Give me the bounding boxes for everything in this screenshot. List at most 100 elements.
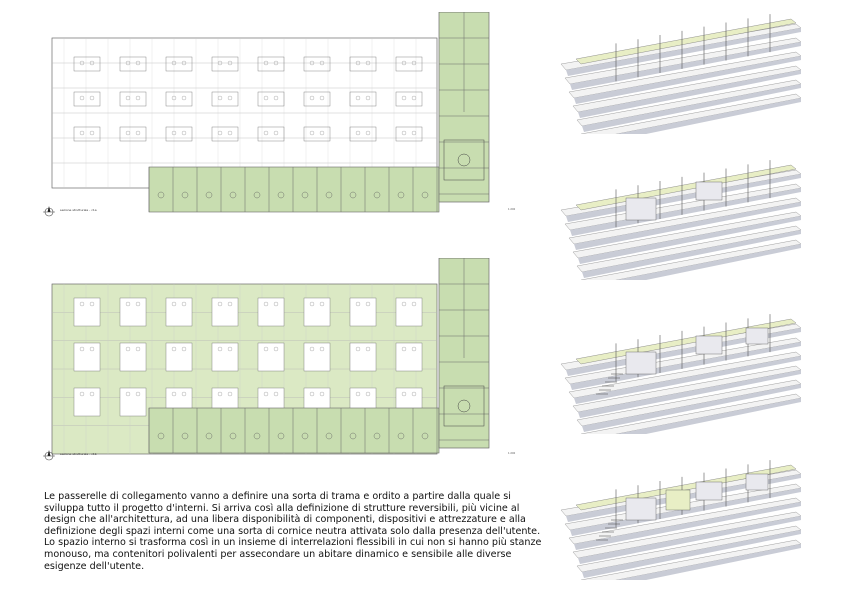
room-block [119, 297, 147, 327]
room-block [165, 342, 193, 372]
furniture-mark [125, 391, 131, 397]
axo-module [695, 481, 723, 501]
furniture-mark [181, 301, 187, 307]
furniture-mark [157, 432, 165, 440]
floor-plan-bottom [44, 258, 544, 458]
furniture-mark [263, 346, 269, 352]
room-block [119, 56, 147, 72]
sports-court-circle [457, 399, 471, 413]
furniture-mark [397, 432, 405, 440]
room-block [395, 56, 423, 72]
sports-court [443, 139, 485, 181]
axo-module [695, 181, 723, 201]
axo-beam-shadow [582, 84, 801, 132]
plan-scale-top: 1:200 [508, 208, 516, 211]
plan-label-bottom: sezione strutturale - c1b [60, 452, 97, 456]
axo-beam-shadow [574, 202, 801, 250]
room-block [211, 91, 239, 107]
furniture-mark [273, 301, 279, 307]
furniture-mark [181, 130, 187, 136]
room-block [211, 56, 239, 72]
furniture-mark [355, 95, 361, 101]
furniture-mark [217, 130, 223, 136]
furniture-mark [227, 130, 233, 136]
furniture-mark [373, 432, 381, 440]
furniture-mark [89, 95, 95, 101]
furniture-mark [273, 60, 279, 66]
axo-beam-shadow [570, 342, 801, 390]
plan-label-top: sezione strutturale - c1a [60, 208, 97, 212]
furniture-mark [373, 191, 381, 199]
furniture-mark [365, 60, 371, 66]
furniture-mark [89, 346, 95, 352]
axo-module [625, 497, 657, 521]
furniture-mark [309, 346, 315, 352]
furniture-mark [89, 391, 95, 397]
furniture-mark [401, 346, 407, 352]
room-block [211, 342, 239, 372]
furniture-mark [401, 301, 407, 307]
furniture-mark [89, 130, 95, 136]
furniture-mark [273, 95, 279, 101]
room-block [119, 342, 147, 372]
room-block [349, 126, 377, 142]
room-block [119, 387, 147, 417]
furniture-mark [227, 391, 233, 397]
furniture-mark [125, 95, 131, 101]
floor-plan-top [44, 12, 544, 227]
furniture-mark [171, 391, 177, 397]
axo-module [745, 327, 769, 345]
axo-beam-shadow [566, 328, 801, 376]
north-arrow-top [42, 204, 56, 218]
furniture-mark [253, 432, 261, 440]
furniture-mark [309, 95, 315, 101]
room-block [395, 297, 423, 327]
axo-beam-shadow [574, 56, 801, 104]
furniture-mark [301, 432, 309, 440]
furniture-mark [89, 301, 95, 307]
furniture-mark [349, 432, 357, 440]
furniture-mark [411, 346, 417, 352]
furniture-mark [355, 391, 361, 397]
furniture-mark [355, 301, 361, 307]
room-block [303, 126, 331, 142]
room-block [165, 91, 193, 107]
furniture-mark [421, 432, 429, 440]
room-block [165, 56, 193, 72]
furniture-mark [263, 95, 269, 101]
axo-beam-shadow [570, 488, 801, 536]
axo-module [695, 335, 723, 355]
furniture-mark [205, 432, 213, 440]
furniture-mark [411, 60, 417, 66]
axo-beam-shadow [566, 174, 801, 222]
room-block [257, 342, 285, 372]
axonometric-view-3 [556, 314, 806, 434]
room-block [119, 126, 147, 142]
room-block [395, 91, 423, 107]
room-block [73, 342, 101, 372]
room-block [165, 297, 193, 327]
room-block [349, 297, 377, 327]
furniture-mark [309, 391, 315, 397]
furniture-mark [171, 130, 177, 136]
room-block [257, 297, 285, 327]
furniture-mark [171, 301, 177, 307]
furniture-mark [125, 346, 131, 352]
furniture-mark [263, 60, 269, 66]
furniture-mark [273, 346, 279, 352]
furniture-mark [319, 346, 325, 352]
furniture-mark [263, 130, 269, 136]
room-block [165, 126, 193, 142]
room-block [211, 297, 239, 327]
furniture-mark [135, 346, 141, 352]
axo-beam-shadow [582, 530, 801, 578]
furniture-mark [365, 130, 371, 136]
furniture-mark [79, 130, 85, 136]
room-block [349, 342, 377, 372]
furniture-mark [205, 191, 213, 199]
furniture-mark [397, 191, 405, 199]
furniture-mark [229, 191, 237, 199]
furniture-mark [217, 346, 223, 352]
furniture-mark [135, 95, 141, 101]
furniture-mark [171, 60, 177, 66]
